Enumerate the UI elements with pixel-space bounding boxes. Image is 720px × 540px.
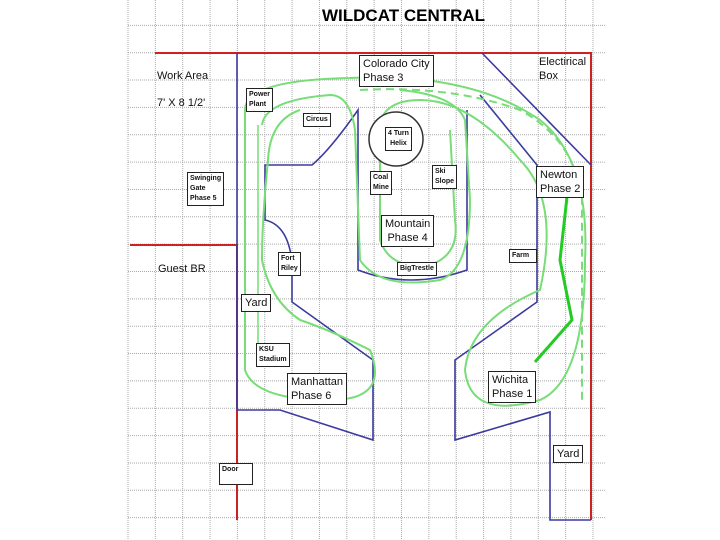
coal-mine-label: Coal Mine <box>370 171 392 195</box>
mountain-label: Mountain Phase 4 <box>381 215 435 247</box>
ski-slope-label: Ski Slope <box>432 165 458 189</box>
wichita-label: Wichita Phase 1 <box>488 371 537 403</box>
yard-right-label: Yard <box>553 445 584 463</box>
circus-label: Circus <box>303 113 331 127</box>
work-area-size: 7' X 8 1/2' <box>157 97 206 109</box>
helix-label: 4 Turn Helix <box>385 127 412 151</box>
fort-riley-label: Fort Riley <box>278 252 301 276</box>
colorado-city-label: Colorado City Phase 3 <box>359 55 434 87</box>
swinging-gate-label: Swinging Gate Phase 5 <box>187 172 225 206</box>
work-area-label: Work Area <box>157 70 209 82</box>
manhattan-label: Manhattan Phase 6 <box>287 373 347 405</box>
door-label: Door <box>219 463 253 485</box>
ksu-stadium-label: KSU Stadium <box>256 343 290 367</box>
electrical-box-label: Electirical Box <box>539 56 587 82</box>
main-line-track <box>533 187 574 363</box>
guest-br-label: Guest BR <box>158 263 206 275</box>
big-trestle-label: BigTrestle <box>397 262 437 276</box>
power-plant-label: Power Plant <box>246 88 274 112</box>
farm-label: Farm <box>509 249 537 263</box>
yard-left-label: Yard <box>241 294 272 312</box>
diagram-title: WILDCAT CENTRAL <box>322 6 486 25</box>
newton-label: Newton Phase 2 <box>536 166 585 198</box>
walls <box>130 52 592 520</box>
